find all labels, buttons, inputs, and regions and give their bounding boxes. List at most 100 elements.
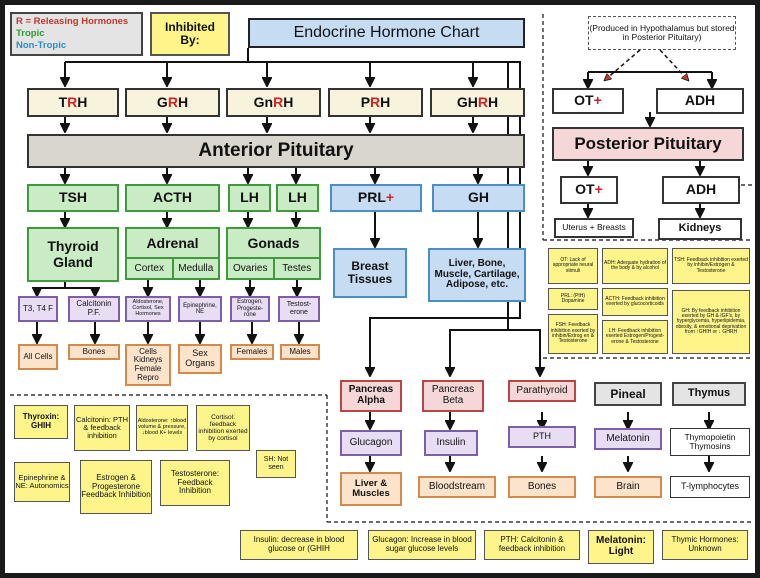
pth: PTH [508, 426, 576, 448]
ghrh-r: R [477, 93, 488, 110]
thymopoietin: Thymopoietin Thymosins [670, 428, 750, 456]
legend: R = Releasing Hormones Tropic Non-Tropic [10, 12, 143, 56]
legend-non-tropic: Non-Tropic [16, 39, 67, 51]
sex-organs: Sex Organs [178, 344, 222, 374]
males: Males [280, 344, 320, 360]
note-thymic: Thymic Hormones: Unknown [662, 530, 748, 560]
grh-pre: G [156, 93, 168, 110]
ghrh-post: H [488, 93, 499, 110]
note-ot: OT: Lack of appropriate neural stimuli [548, 248, 598, 284]
liver-bone-muscle: Liver, Bone, Muscle, Cartilage, Adipose,… [428, 248, 526, 302]
prh-post: H [380, 93, 391, 110]
gonads-label: Gonads [247, 235, 300, 251]
t-lymphocytes: T-lymphocytes [670, 476, 750, 498]
note-sh: SH: Not seen [256, 450, 296, 478]
gnrh-r: R [273, 93, 284, 110]
trh-pre: T [58, 93, 68, 110]
prl-box: PRL+ [330, 184, 422, 212]
medulla-label: Medulla [178, 263, 214, 275]
gnrh-post: H [283, 93, 294, 110]
liver-muscles: Liver & Muscles [340, 472, 402, 506]
note-cortisol: Cortisol: feedback inhibition exerted by… [196, 405, 250, 451]
calcitonin-box: Calcitonin P.F. [68, 296, 120, 322]
acth-box: ACTH [125, 184, 220, 212]
melatonin: Melatonin [594, 428, 662, 450]
legend-tropic: Tropic [16, 27, 45, 39]
pancreas-alpha: Pancreas Alpha [340, 380, 402, 412]
ot-label: OT [574, 92, 594, 109]
insulin: Insulin [424, 430, 478, 456]
uterus-breasts: Uterus + Breasts [554, 218, 634, 238]
note-prl: PRL: (PIH) Dopamine [548, 288, 598, 310]
prl-plus: + [385, 189, 395, 206]
pancreas-beta: Pancreas Beta [422, 380, 484, 412]
testosterone-box: Testost- erone [278, 296, 320, 322]
gnrh-pre: Gn [253, 93, 274, 110]
bones-gland-effect: Bones [508, 476, 576, 498]
bones-effect: Bones [68, 344, 120, 360]
ot-plus: + [593, 92, 602, 109]
trh-r: R [67, 93, 78, 110]
note-insulin: Insulin: decrease in blood glucose or (G… [240, 530, 358, 560]
trh-post: H [77, 93, 88, 110]
estrogen-box: Estrogen, Progeste- rone [230, 296, 270, 322]
note-thyroxin: Thyroxin: GHIH [14, 405, 68, 439]
ghrh-pre: GH [456, 93, 478, 110]
kidneys: Kidneys [658, 218, 742, 240]
adrenal-label: Adrenal [146, 235, 199, 251]
note-aldosterone: Aldosterone: ↑blood volume & pressure, ↓… [136, 405, 188, 451]
all-cells: All Cells [18, 344, 58, 370]
cortex-label: Cortex [127, 259, 174, 278]
females: Females [230, 344, 274, 360]
grh-post: H [177, 93, 189, 110]
note-estrogen: Estrogen & Progesterone Feedback Inhibit… [80, 460, 152, 514]
lh-box-1: LH [228, 184, 271, 212]
ovaries-label: Ovaries [228, 259, 275, 278]
glucagon: Glucagon [340, 430, 402, 456]
ot-label-2: OT [575, 181, 595, 198]
grh-r: R [167, 93, 178, 110]
page-title: Endocrine Hormone Chart [248, 18, 525, 48]
note-pth: PTH: Calcitonin & feedback inhibition [484, 530, 580, 560]
thyroid-gland: Thyroid Gland [27, 227, 119, 282]
note-gh: GH: By feedback inhibition exerted by GH… [672, 290, 750, 354]
gh-box: GH [432, 184, 525, 212]
cells-kidneys: Cells Kidneys Female Repro [125, 344, 171, 386]
aldosterone-box: Aldosterone, Cortisol, Sex Hormones [125, 296, 171, 322]
hypothalamus-note: (Produced in Hypothalamus but stored in … [588, 16, 736, 50]
gonads-box: Gonads Ovaries Testes [226, 227, 321, 280]
anterior-pituitary: Anterior Pituitary [27, 134, 525, 168]
inhibited-by-label: Inhibited By: [150, 12, 230, 56]
legend-releasing: R = Releasing Hormones [16, 16, 129, 27]
note-melatonin: Melatonin: Light [588, 530, 654, 564]
note-tsh: TSH: Feedback inhibition exerted by inhi… [672, 248, 750, 284]
note-fsh: FSH: Feedback inhibition exerted by inhi… [548, 314, 598, 354]
prh-pre: P [360, 93, 371, 110]
testes-label: Testes [282, 263, 312, 275]
adrenal-box: Adrenal Cortex Medulla [125, 227, 220, 280]
note-lh: LH: Feedback inhibition exerted Estrogen… [602, 320, 668, 354]
breast-tissues: Breast Tissues [333, 248, 407, 298]
adh-box-2: ADH [662, 176, 740, 204]
thymus: Thymus [672, 382, 746, 406]
note-calcitonin: Calcitonin: PTH & feedback inhibition [74, 405, 130, 451]
lh-box-2: LH [276, 184, 319, 212]
ot-plus-2: + [594, 181, 603, 198]
posterior-pituitary: Posterior Pituitary [552, 127, 744, 161]
pineal: Pineal [594, 382, 662, 406]
t3-t4-box: T3, T4 F [18, 296, 58, 322]
note-glucagon: Glucagon: Increase in blood sugar glucos… [368, 530, 476, 560]
ot-box-2: OT+ [560, 176, 618, 204]
note-acth: ACTH: Feedback inhibition exerted by glu… [602, 288, 668, 316]
note-adh: ADH: Adequate hydration of the body & by… [602, 248, 668, 284]
prl-label: PRL [357, 189, 386, 206]
parathyroid: Parathyroid [508, 380, 576, 402]
ot-box: OT+ [552, 88, 624, 114]
bloodstream: Bloodstream [418, 476, 496, 498]
